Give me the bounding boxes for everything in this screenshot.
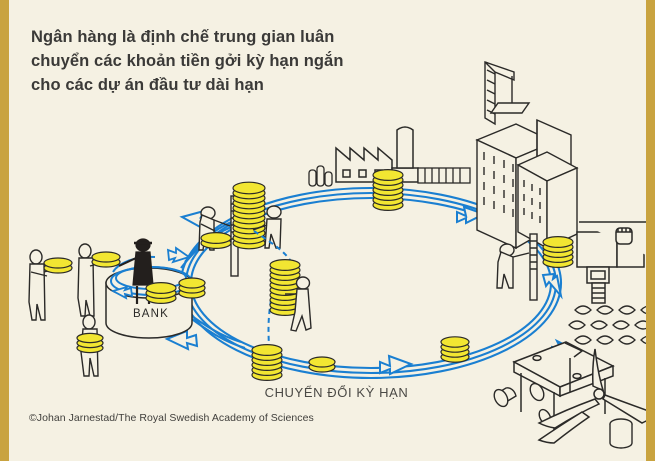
measuring-post-right [529,233,538,301]
building-front [516,151,579,250]
ring-arrowhead-bottomleft [164,329,199,351]
crop-rows [568,305,646,345]
bank-top-coins-a [145,282,177,305]
coin-stack-bottom-mid [308,356,336,373]
bank-swirl-arrowhead-right [166,246,192,264]
workbench-structure [512,341,615,430]
factory-coin-stack [372,169,404,212]
construction-crane [484,60,531,126]
depositor-coins-2 [91,251,121,268]
factory-silos [308,165,333,187]
wind-turbine [537,348,646,444]
depositor-figure-2 [77,243,106,317]
bank-label: BANK [132,308,170,320]
credit-line: ©Johan Jarnestad/The Royal Swedish Acade… [29,412,314,424]
carrier-figure [285,276,312,332]
coin-stack-bottom-right [440,336,470,363]
lending-coin-stack [542,236,574,269]
bank-top-coins-b [178,277,206,299]
coin-stack-tall-post [232,181,266,250]
center-coin-stack [269,259,301,317]
depositor-coins-1 [43,257,73,274]
worker-deposit-coins [200,232,232,250]
factory-fence [417,167,471,184]
ring-arrowhead-bottom [379,354,414,376]
coin-stack-bottom-left [251,344,283,382]
ring-arrowhead-right [541,272,563,300]
cycle-caption: CHUYỂN ĐỔI KỲ HẠN [264,385,409,400]
worker-figure-lending [496,243,530,289]
illustration-svg [28,60,646,449]
bank-swirl-arrowhead-left [110,285,134,300]
banker-figure [118,238,154,304]
illustration-artboard [9,0,646,461]
depositor-coins-3 [76,332,104,354]
worker-figure-standing [252,205,282,249]
page-title: Ngân hàng là định chế trung gian luân ch… [31,28,344,94]
pipe-cylinders [493,382,633,449]
machinery-plant [576,221,646,304]
